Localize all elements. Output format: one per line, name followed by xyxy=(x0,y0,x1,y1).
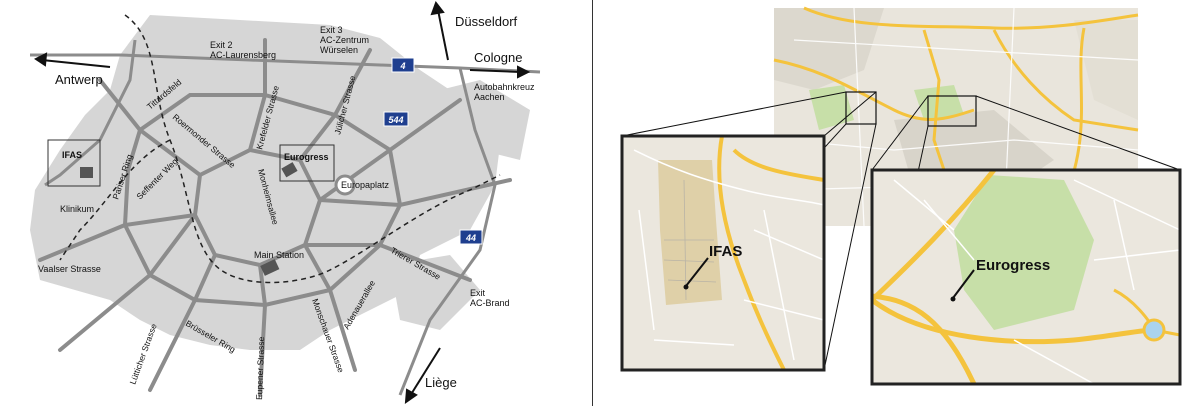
ifas-pointer-line xyxy=(685,257,709,287)
urban-area-east xyxy=(420,80,530,160)
eupener-label: Eupener Strasse xyxy=(254,336,266,400)
direction-arrows xyxy=(34,0,531,405)
exit-brand-label-line2: AC-Brand xyxy=(470,298,510,308)
shield-544-label: 544 xyxy=(388,115,403,125)
ifas-selection-box xyxy=(845,91,877,125)
eurogress-box xyxy=(279,144,335,182)
antwerp-label: Antwerp xyxy=(55,72,103,87)
exit2-label-line2: AC-Laurensberg xyxy=(210,50,276,60)
main-roads xyxy=(38,38,512,397)
eurogress-pointer-line xyxy=(952,269,975,299)
ifas-pointer-dot xyxy=(683,284,689,290)
eurogress-label: Eurogress xyxy=(284,152,329,162)
autobahnkreuz-label-line2: Aachen xyxy=(474,92,505,102)
vaalser-label: Vaalser Strasse xyxy=(38,264,101,274)
ifas-building xyxy=(80,167,93,178)
eurogress-selection-box xyxy=(927,95,977,127)
ifas-label: IFAS xyxy=(62,150,82,160)
liege-label: Liège xyxy=(425,375,457,390)
autobahnkreuz-label-line1: Autobahnkreuz xyxy=(474,82,535,92)
exit3-label-line1: Exit 3 xyxy=(320,25,343,35)
eurogress-pointer-dot xyxy=(950,296,956,302)
eurogress-inset-map: Eurogress xyxy=(870,168,1182,386)
lutticher-label: Lütticher Strasse xyxy=(127,322,158,386)
shield-44-label: 44 xyxy=(465,233,476,243)
street-map-panel: IFAS Eurogress xyxy=(594,0,1194,406)
europaplatz-label: Europaplatz xyxy=(341,180,390,190)
shield-44: 44 xyxy=(459,229,483,245)
eurogress-callout: Eurogress xyxy=(976,257,1050,274)
main-station-building xyxy=(260,259,280,276)
schematic-city-map: 4 544 44 Antwerp Cologne Düsseldorf Lièg… xyxy=(0,0,590,406)
dusseldorf-label: Düsseldorf xyxy=(455,14,518,29)
exit3-label-line3: Würselen xyxy=(320,45,358,55)
shield-4: 4 xyxy=(391,57,415,73)
railway xyxy=(59,14,501,284)
eurogress-building xyxy=(281,162,298,178)
europaplatz-roundabout xyxy=(334,174,356,196)
exit-brand-label-line1: Exit xyxy=(470,288,486,298)
ifas-callout: IFAS xyxy=(709,243,742,260)
ifas-box xyxy=(47,139,101,187)
shield-544: 544 xyxy=(383,111,409,127)
exit2-label-line1: Exit 2 xyxy=(210,40,233,50)
klinikum-label: Klinikum xyxy=(60,204,94,214)
main-station-label: Main Station xyxy=(254,250,304,260)
street-map-svg: IFAS Eurogress xyxy=(620,6,1182,386)
cologne-label: Cologne xyxy=(474,50,522,65)
ifas-inset-map: IFAS xyxy=(620,134,826,372)
eurogress-roundabout xyxy=(1142,318,1166,342)
schematic-map-svg: 4 544 44 Antwerp Cologne Düsseldorf Lièg… xyxy=(30,0,541,405)
shield-4-label: 4 xyxy=(399,61,405,71)
panel-divider xyxy=(592,0,593,406)
exit3-label-line2: AC-Zentrum xyxy=(320,35,369,45)
